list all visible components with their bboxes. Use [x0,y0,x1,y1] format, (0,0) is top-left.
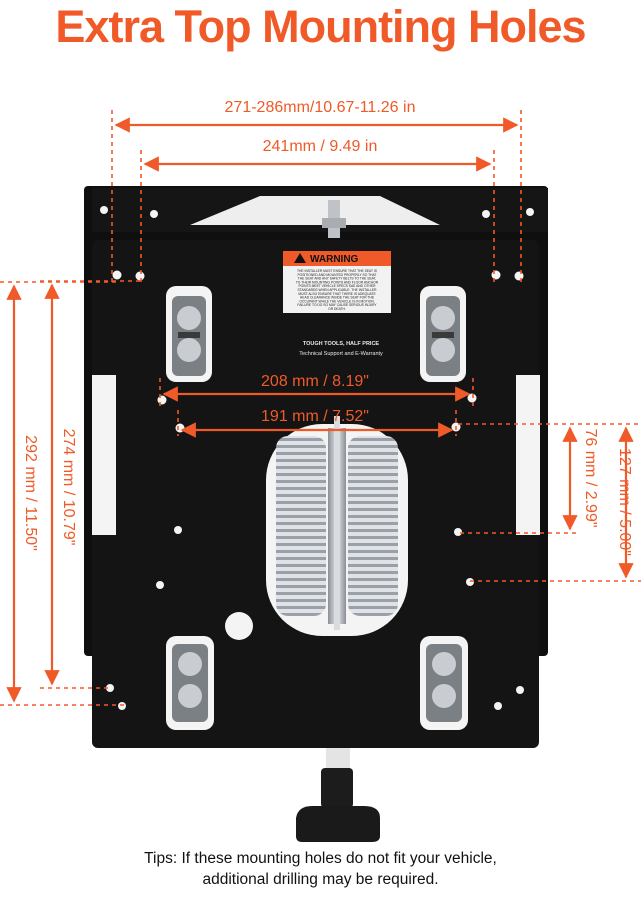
dim-left-outer-label: 292 mm / 11.50" [22,435,39,551]
warning-body-line: OR DEATH. [328,307,346,311]
warning-body-line: TO THEIR MOUNTING POINTS AND FLOOR ANCHO… [296,280,379,284]
spring-assembly [266,416,408,636]
top-stud [322,200,346,238]
dim-top-outer-label: 271-286mm/10.67-11.26 in [225,99,416,116]
right-side-window [516,375,540,535]
roller-top-left [166,286,212,382]
warning-body-line: POINTS MEET VEHICLE SPECS SAE AND OTHER [298,284,376,288]
brand-line-2: Technical Support and E-Warranty [299,351,383,357]
warning-body-line: THE SEAT AND ANY SAFETY BELTS TO THE SEA… [298,277,377,281]
swivel-lever [296,748,380,842]
roller-top-right [420,286,466,382]
roller-bottom-right [420,636,468,730]
warning-label: WARNING THE INSTALLER MUST ENSURE THAT T… [283,251,391,313]
warning-body-line: OCCUPANT WHILE THE VEHICLE IS IN MOTION. [299,299,374,303]
warning-body-line: POSITIONED AND MOUNTED PROPERLY SO THAT [297,273,376,277]
warning-body: THE INSTALLER MUST ENSURE THAT THE SEAT … [296,269,379,311]
warning-body-line: STANDARDS WHEN APPLICABLE. THE INSTALLER [298,288,378,292]
dim-mid-inner-label: 191 mm / 7.52" [261,408,369,425]
left-side-window [92,375,116,535]
dim-right-inner-label: 76 mm / 2.99" [582,428,599,527]
tips-line-1: Tips: If these mounting holes do not fit… [144,850,497,867]
warning-heading: WARNING [310,254,359,265]
dim-top-inner-label: 241mm / 9.49 in [263,138,378,155]
lower-round-hole [225,612,253,640]
dim-left-inner-label: 274 mm / 10.79" [60,429,77,546]
dimension-lines [0,110,641,706]
dim-mid-outer-label: 208 mm / 8.19" [261,373,369,390]
top-rail-window [190,196,440,225]
warning-body-line: THE INSTALLER MUST ENSURE THAT THE SEAT … [297,269,378,273]
page-title: Extra Top Mounting Holes [55,1,586,52]
brand-line-1: TOUGH TOOLS, HALF PRICE [303,341,380,347]
tips-note: Tips: If these mounting holes do not fit… [0,848,641,890]
dim-right-outer-label: 127 mm / 5.00" [616,448,633,556]
roller-bottom-left [166,636,214,730]
warning-body-line: FAILURE TO DO SO MAY CAUSE SERIOUS INJUR… [297,303,377,307]
tips-line-2: additional drilling may be required. [202,871,439,888]
warning-body-line: MUST ALSO ENSURE THAT THERE IS ADEQUATE [298,292,376,296]
warning-body-line: HEAD CLEARANCE INSIDE THE SEAT FOR THE [300,296,375,300]
brand-label: TOUGH TOOLS, HALF PRICE Technical Suppor… [299,341,383,357]
